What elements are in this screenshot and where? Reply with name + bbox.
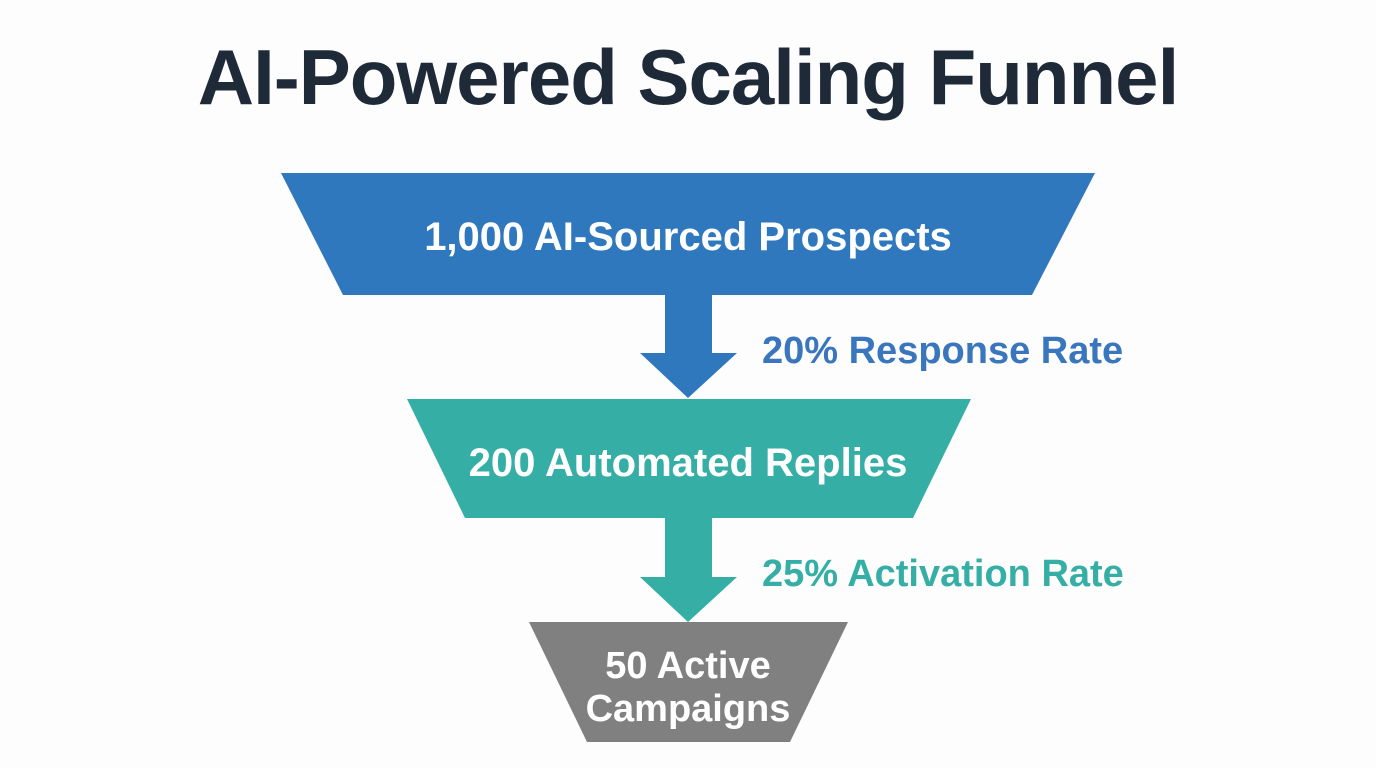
down-arrow-icon [640, 518, 737, 622]
funnel-stage-prospects-label: 1,000 AI-Sourced Prospects [424, 215, 952, 259]
funnel-stage-replies[interactable]: 200 Automated Replies [407, 399, 971, 518]
funnel-transition-response-rate: 20% Response Rate [640, 295, 1123, 398]
funnel-stage-campaigns-label-line1: 50 Active [605, 645, 770, 687]
funnel-stage-campaigns-label-line2: Campaigns [586, 688, 791, 730]
funnel-stage-campaigns[interactable]: 50 Active Campaigns [529, 622, 848, 742]
funnel-stage-replies-label: 200 Automated Replies [469, 441, 908, 485]
page-title: AI-Powered Scaling Funnel [198, 33, 1178, 121]
funnel-stage-prospects-shape [281, 173, 1095, 295]
funnel-transition-activation-rate-label: 25% Activation Rate [762, 553, 1124, 595]
funnel-transition-activation-rate: 25% Activation Rate [640, 518, 1124, 622]
funnel-stage-replies-shape [407, 399, 971, 518]
down-arrow-icon [640, 295, 737, 398]
funnel-transition-response-rate-label: 20% Response Rate [762, 330, 1123, 372]
funnel-stage-campaigns-shape [529, 622, 848, 742]
funnel-stage-prospects[interactable]: 1,000 AI-Sourced Prospects [281, 173, 1095, 295]
